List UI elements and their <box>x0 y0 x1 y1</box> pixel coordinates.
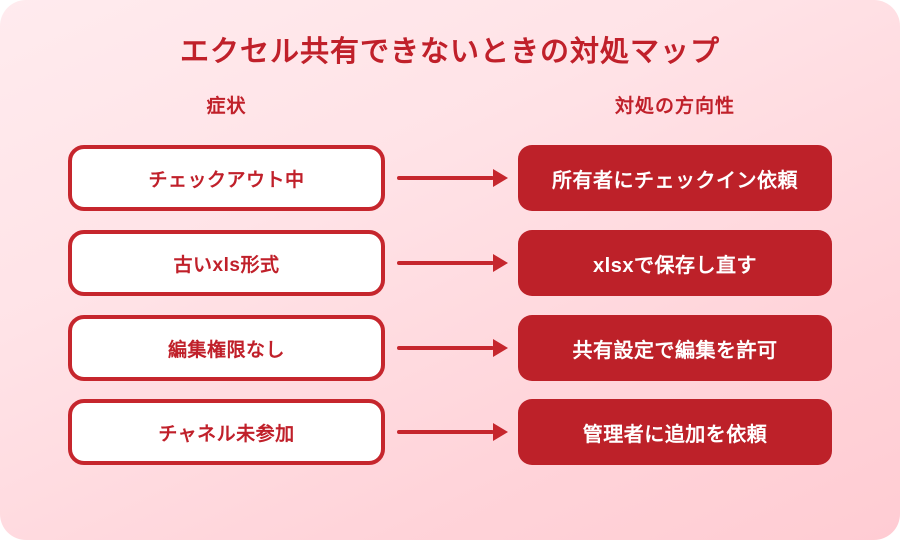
symptom-label: 古いxls形式 <box>173 254 280 276</box>
arrow-head <box>493 254 508 272</box>
action-label: 所有者にチェックイン依頼 <box>552 169 798 192</box>
arrow-head <box>493 339 508 357</box>
symptom-box: 編集権限なし <box>68 315 385 381</box>
page-title: エクセル共有できないときの対処マップ <box>179 36 720 68</box>
symptom-label: 編集権限なし <box>167 339 285 361</box>
map-row-edit-permission: 編集権限なし 共有設定で編集を許可 <box>68 315 832 381</box>
arrow-line <box>397 346 494 350</box>
column-header-actions: 対処の方向性 <box>614 96 735 117</box>
map-row-channel: チャネル未参加 管理者に追加を依頼 <box>68 399 832 465</box>
symptom-label: チャネル未参加 <box>158 423 295 445</box>
arrow-line <box>397 176 494 180</box>
action-box: 管理者に追加を依頼 <box>518 399 832 465</box>
symptom-label: チェックアウト中 <box>148 169 305 191</box>
right-arrow-icon <box>397 399 508 465</box>
action-label: 共有設定で編集を許可 <box>572 339 778 362</box>
column-header-symptoms: 症状 <box>206 96 247 117</box>
map-row-checkout: チェックアウト中 所有者にチェックイン依頼 <box>68 145 832 211</box>
action-label: xlsxで保存し直す <box>593 254 757 277</box>
right-arrow-icon <box>397 145 508 211</box>
arrow-head <box>493 169 508 187</box>
arrow-line <box>397 261 494 265</box>
map-row-xls-format: 古いxls形式 xlsxで保存し直す <box>68 230 832 296</box>
action-box: 共有設定で編集を許可 <box>518 315 832 381</box>
action-label: 管理者に追加を依頼 <box>582 423 768 446</box>
arrow-head <box>493 423 508 441</box>
action-box: xlsxで保存し直す <box>518 230 832 296</box>
symptom-box: チャネル未参加 <box>68 399 385 465</box>
right-arrow-icon <box>397 230 508 296</box>
symptom-box: チェックアウト中 <box>68 145 385 211</box>
action-box: 所有者にチェックイン依頼 <box>518 145 832 211</box>
symptom-box: 古いxls形式 <box>68 230 385 296</box>
right-arrow-icon <box>397 315 508 381</box>
arrow-line <box>397 430 494 434</box>
